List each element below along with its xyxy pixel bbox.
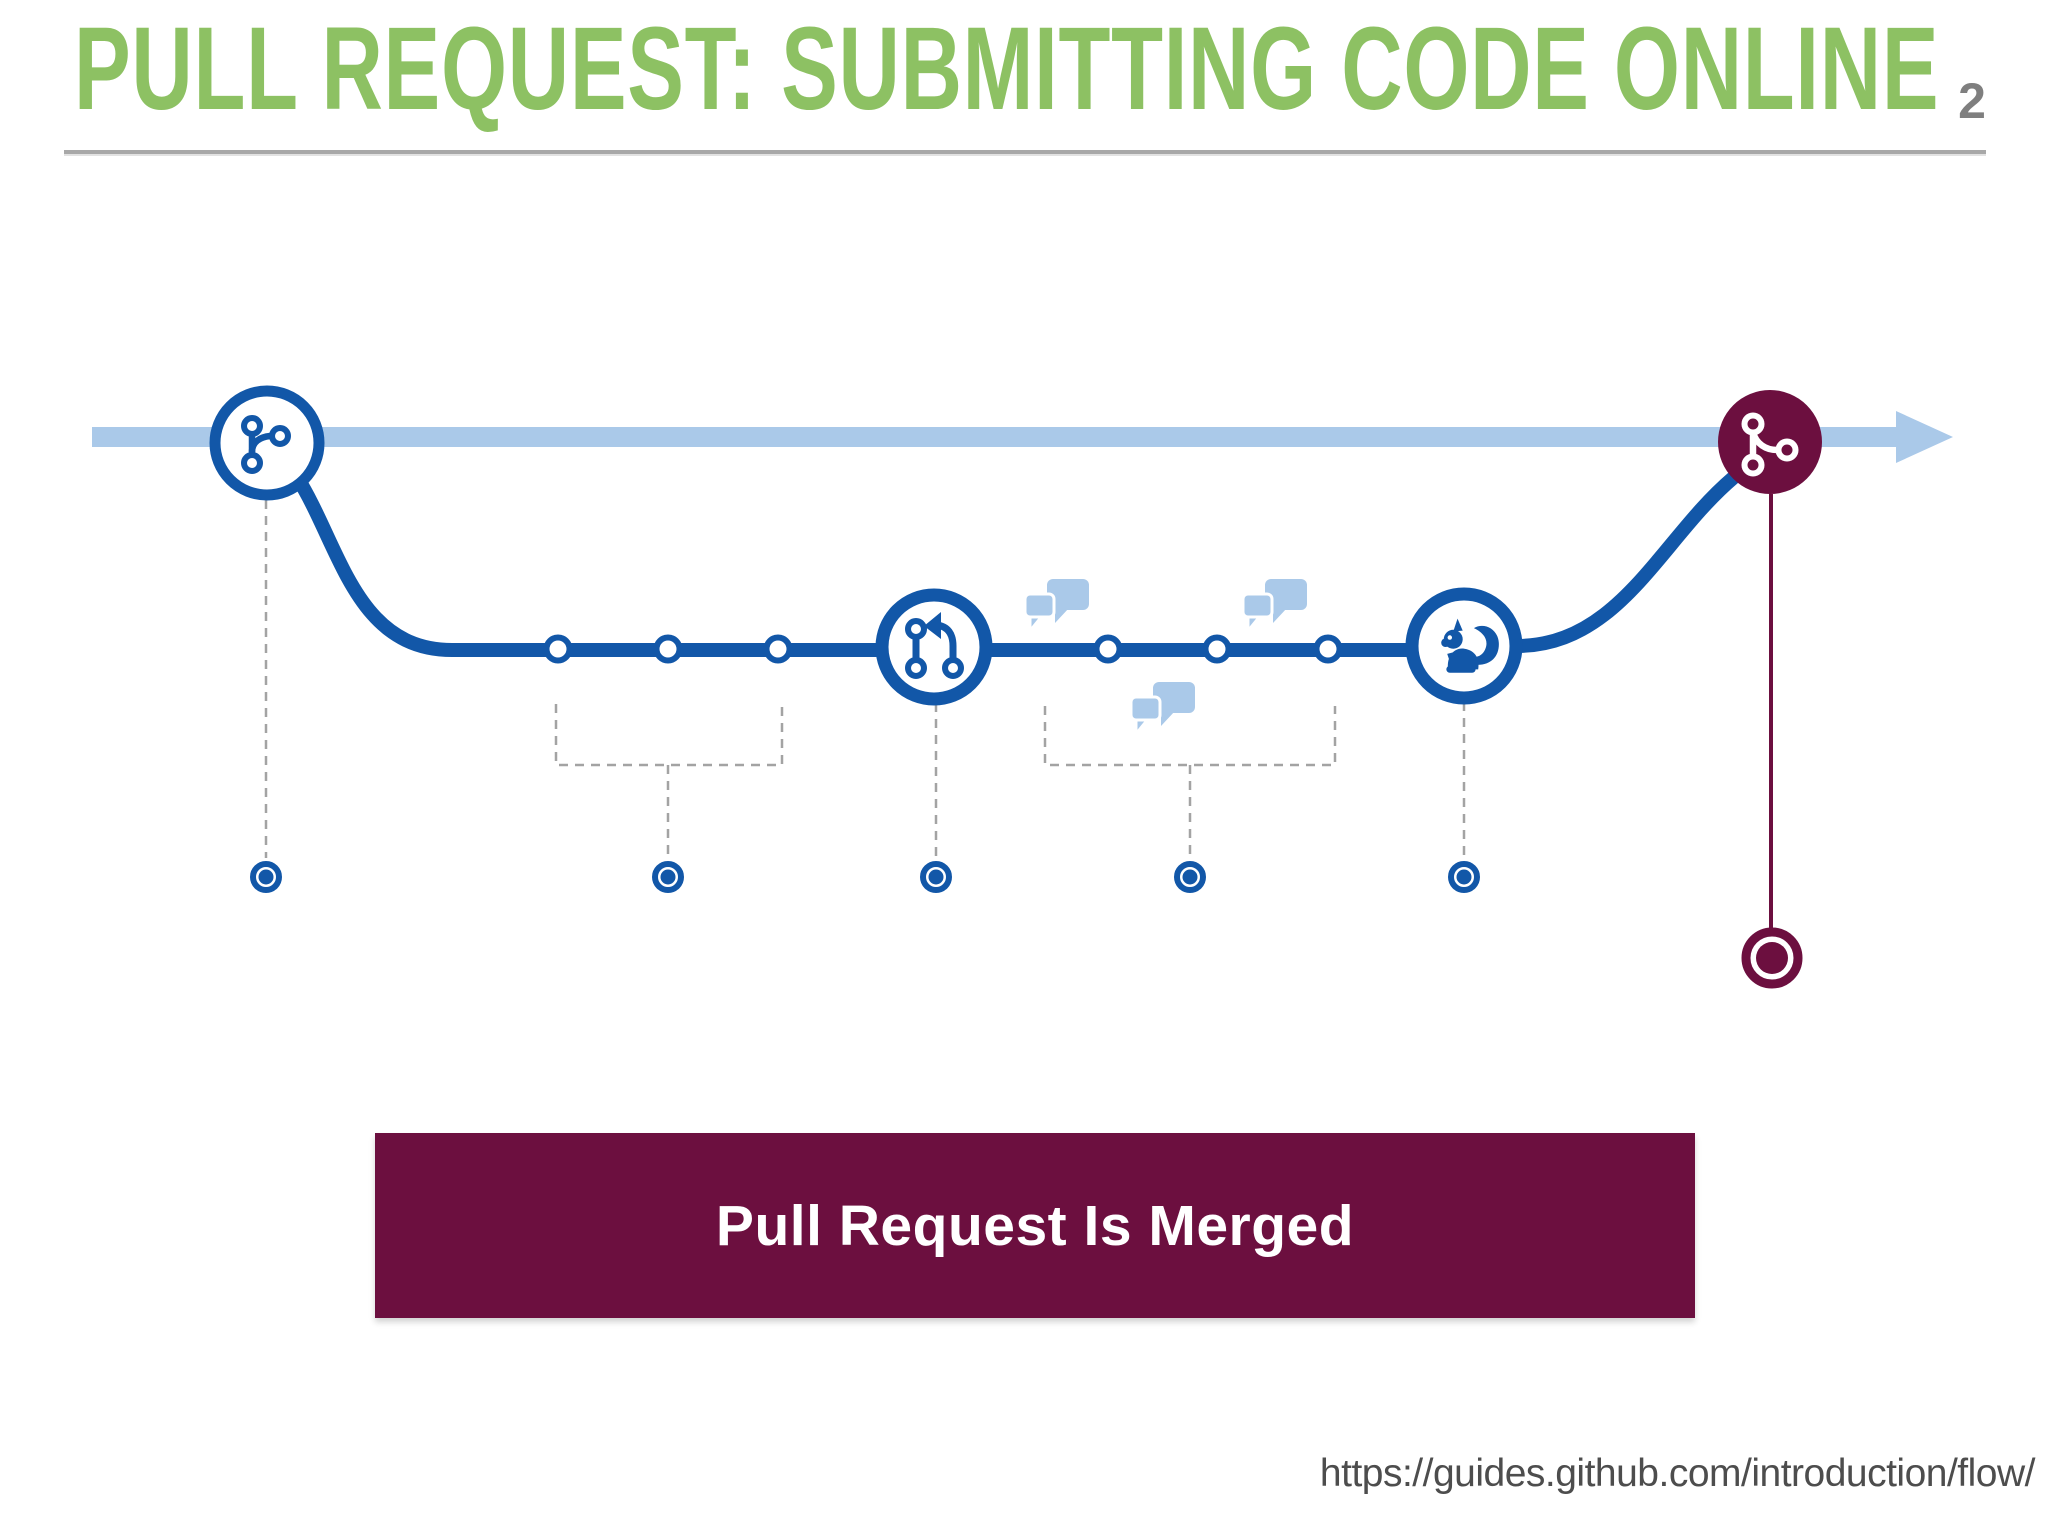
commit-dots [543,634,1343,664]
source-url: https://guides.github.com/introduction/f… [1319,1452,2036,1495]
timeline-marker [253,864,279,890]
chat-bubbles-icon [1023,577,1091,633]
master-branch-arrow [92,411,1953,463]
timeline-markers [253,864,1477,890]
timeline-marker [923,864,949,890]
git-branch-icon [209,385,325,501]
page-number: 2 [1958,73,1986,129]
timeline-marker [655,864,681,890]
git-pull-request-icon [875,588,993,706]
commit-dot [1202,634,1232,664]
chat-bubbles-icon [1241,577,1309,633]
git-merge-icon [1718,390,1822,494]
squirrel-icon [1405,587,1523,705]
page-title-text: PULL REQUEST: SUBMITTING CODE ONLINE [74,3,1940,135]
timeline-connectors [264,500,1466,858]
chat-bubbles-icon [1129,680,1197,736]
feature-branch-line [290,470,1740,657]
merged-marker [1741,927,1803,989]
commit-dot [763,634,793,664]
commit-dot [543,634,573,664]
title-divider [64,150,1986,156]
merged-banner-label: Pull Request Is Merged [715,1193,1355,1258]
merged-banner: Pull Request Is Merged [375,1133,1695,1318]
page-title: PULL REQUEST: SUBMITTING CODE ONLINE [74,10,2048,128]
commit-dot [1313,634,1343,664]
timeline-marker [1177,864,1203,890]
timeline-marker [1451,864,1477,890]
commit-dot [653,634,683,664]
commit-dot [1093,634,1123,664]
